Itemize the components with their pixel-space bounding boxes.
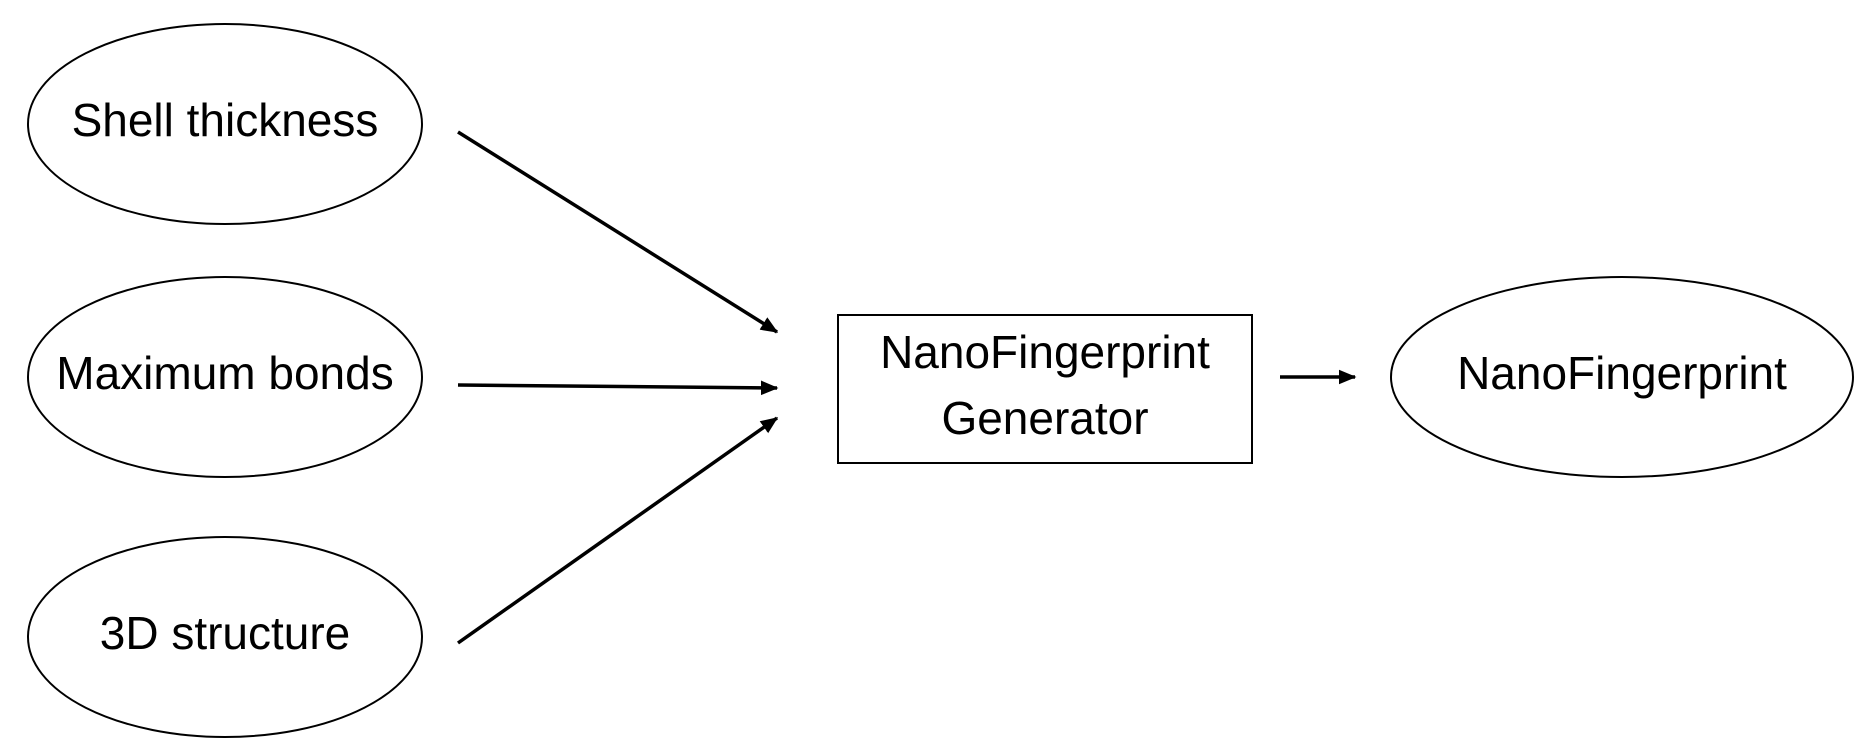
arrow-bonds-to-generator	[457, 380, 779, 396]
output-label: NanoFingerprint	[1457, 347, 1787, 399]
input-ellipse	[27, 23, 423, 225]
generator-label-line2: Generator	[941, 392, 1148, 444]
output-node: NanoFingerprint	[1390, 276, 1854, 478]
arrow-shell-to-generator	[457, 130, 779, 334]
generator-node: NanoFingerprint Generator	[837, 314, 1253, 464]
arrow-structure-to-generator	[456, 416, 779, 645]
input-label-shell-thickness: Shell thickness	[72, 94, 379, 146]
input-ellipse	[27, 276, 423, 478]
generator-label-line1: NanoFingerprint	[880, 326, 1210, 378]
output-ellipse	[1390, 276, 1854, 478]
input-node-3d-structure: 3D structure	[27, 536, 423, 738]
generator-box	[837, 314, 1253, 464]
input-node-maximum-bonds: Maximum bonds	[27, 276, 423, 478]
input-node-shell-thickness: Shell thickness	[27, 23, 423, 225]
input-label-maximum-bonds: Maximum bonds	[56, 347, 393, 399]
input-ellipse	[27, 536, 423, 738]
input-label-3d-structure: 3D structure	[100, 607, 351, 659]
